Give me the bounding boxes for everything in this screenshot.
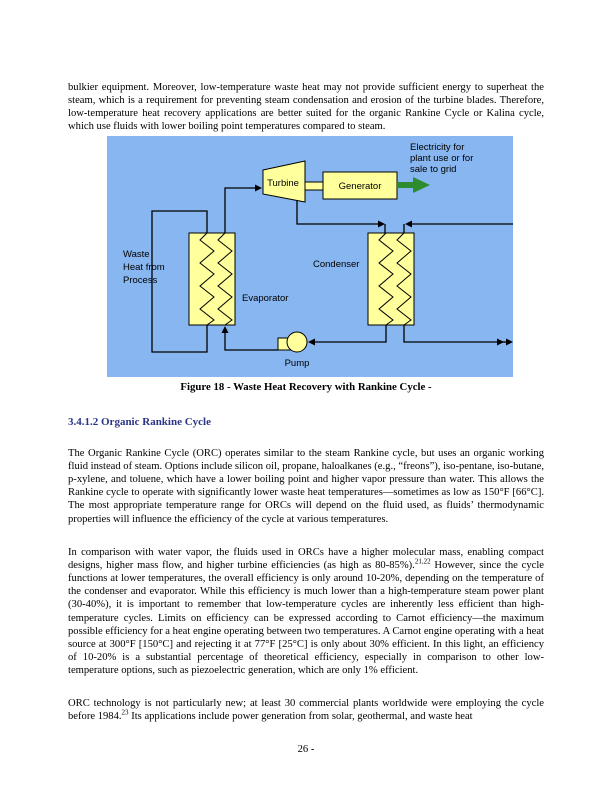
paragraph-efficiency-post: However, since the cycle functions at lo… (68, 559, 544, 677)
turbine-shape (262, 160, 306, 203)
condenser-to-pump-pipe (315, 325, 387, 343)
paragraph-orc-history: ORC technology is not particularly new; … (68, 697, 544, 723)
pump-symbol (286, 331, 308, 353)
cooling-water-outlet-pipe (403, 325, 497, 343)
electricity-label-line1: Electricity for (410, 142, 464, 153)
evaporator-label: Evaporator (242, 293, 288, 304)
paragraph-history-pre: ORC technology is not particularly new; … (68, 697, 544, 722)
waste-heat-label-line1: Waste (123, 249, 150, 260)
turbine-label: Turbine (267, 178, 299, 189)
figure-caption: Figure 18 - Waste Heat Recovery with Ran… (180, 381, 432, 393)
evaporator-to-turbine-pipe (224, 187, 255, 233)
paragraph-orc-overview: The Organic Rankine Cycle (ORC) operates… (68, 447, 544, 525)
turbine-to-condenser-pipe (296, 200, 378, 225)
electricity-arrow (397, 177, 430, 193)
evaporator-coil-right (217, 232, 233, 326)
waste-heat-loop-pipe (151, 210, 208, 353)
condenser-label: Condenser (313, 259, 359, 270)
paragraph-efficiency-comparison: In comparison with water vapor, the flui… (68, 546, 544, 678)
footnote-ref-21-22: 21,22 (414, 557, 431, 566)
arrow-into-evaporator (221, 326, 229, 333)
arrow-cooling-in (405, 220, 412, 228)
arrow-cooling-out-2 (506, 338, 513, 346)
waste-heat-label-line2: Heat from (123, 262, 165, 273)
pump-to-evaporator-pipe (224, 333, 278, 351)
figure-18-diagram: Turbine Generator Electricity for plant … (107, 136, 513, 377)
arrow-cooling-out-1 (497, 338, 504, 346)
footnote-ref-23: 23 (121, 708, 129, 717)
page-number: 26 - (297, 744, 315, 755)
condenser-coil-right (396, 232, 412, 326)
pump-label: Pump (285, 358, 310, 369)
waste-heat-label-line3: Process (123, 275, 158, 286)
evaporator-box (188, 232, 236, 326)
generator-label: Generator (339, 181, 382, 192)
condenser-box (367, 232, 415, 326)
arrow-into-turbine (255, 184, 262, 192)
evaporator-coil-left (199, 232, 215, 326)
electricity-label-line3: sale to grid (410, 164, 456, 175)
generator-box (322, 171, 398, 200)
turbine-generator-shaft (304, 181, 324, 191)
paragraph-intro: bulkier equipment. Moreover, low-tempera… (68, 81, 544, 133)
rankine-cycle-diagram: Turbine Generator Electricity for plant … (123, 142, 513, 369)
paragraph-efficiency-pre: In comparison with water vapor, the flui… (68, 546, 544, 571)
arrow-into-condenser (378, 220, 385, 228)
section-heading: 3.4.1.2 Organic Rankine Cycle (68, 416, 211, 428)
paragraph-history-post: Its applications include power generatio… (128, 710, 473, 722)
arrow-into-pump (308, 338, 315, 346)
condenser-coil-left (378, 232, 394, 326)
electricity-label-line2: plant use or for (410, 153, 473, 164)
